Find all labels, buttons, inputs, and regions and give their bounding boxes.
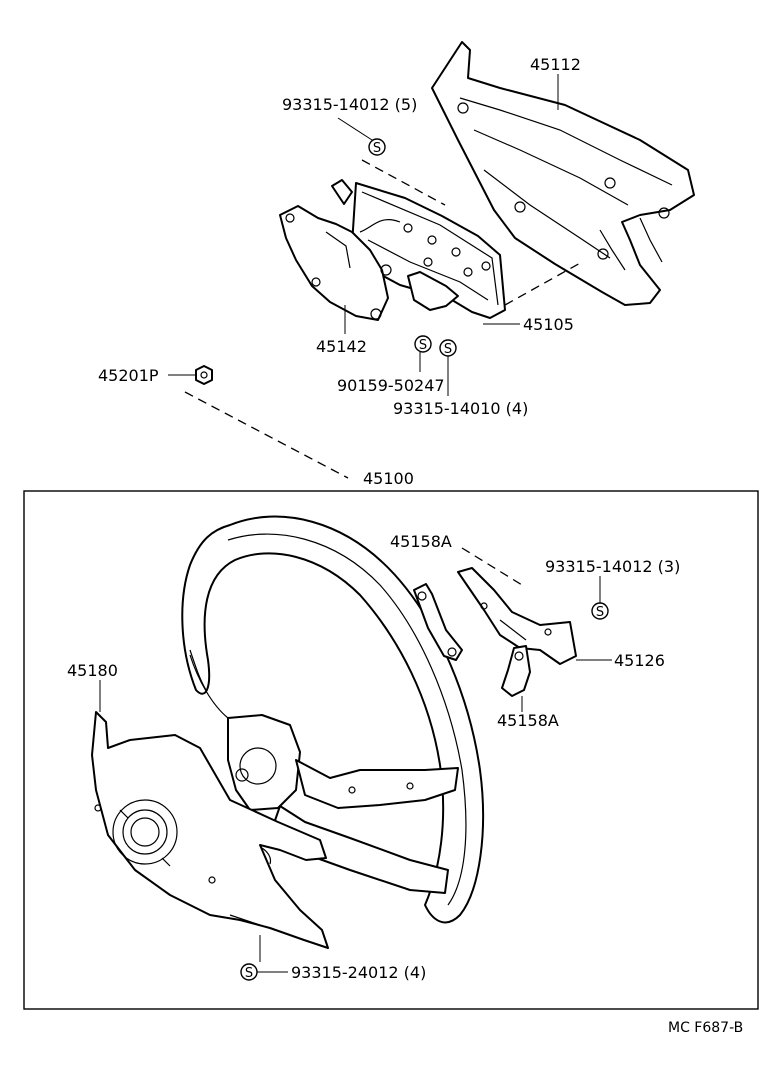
screw-symbol-icon: S: [368, 138, 386, 156]
svg-text:S: S: [419, 338, 427, 353]
part-label-90159-50247: 90159-50247: [337, 376, 445, 395]
screw-symbol-icon: S: [591, 602, 609, 620]
horn-bracket-part: [279, 205, 392, 321]
part-label-45142: 45142: [316, 337, 367, 356]
svg-text:S: S: [444, 342, 452, 357]
leader-lines-upper: [168, 74, 583, 479]
part-label-45100: 45100: [363, 469, 414, 488]
part-label-45201P: 45201P: [98, 366, 159, 385]
part-label-45180: 45180: [67, 661, 118, 680]
part-label-45158A-bottom: 45158A: [497, 711, 559, 730]
leader-lines-lower: [99, 547, 612, 973]
svg-text:S: S: [373, 141, 381, 156]
horn-bracket-45126-part: [457, 567, 577, 665]
screw-symbol-icon: S: [414, 335, 432, 353]
horn-pad-cover-part: [431, 41, 695, 306]
steering-nut-part: [195, 365, 213, 385]
part-label-45112: 45112: [530, 55, 581, 74]
horn-bracket-45158a-top-part: [413, 583, 463, 661]
svg-text:S: S: [245, 966, 253, 981]
screw-symbol-icon: S: [439, 339, 457, 357]
horn-contact-tab-part: [331, 179, 459, 311]
horn-bracket-45158a-bottom-part: [501, 645, 531, 697]
steering-wheel-assembly-frame: [23, 490, 759, 1010]
steering-lower-cover-part: [91, 711, 329, 949]
svg-text:S: S: [596, 605, 604, 620]
part-label-93315-14012-3: 93315-14012 (3): [545, 557, 680, 576]
diagram-code: MC F687-B: [668, 1020, 743, 1036]
part-label-93315-14012-5: 93315-14012 (5): [282, 95, 417, 114]
screw-symbol-icon: S: [240, 963, 258, 981]
part-label-45126: 45126: [614, 651, 665, 670]
part-label-45158A-top: 45158A: [390, 532, 452, 551]
part-label-93315-24012-4: 93315-24012 (4): [291, 963, 426, 982]
part-label-93315-14010-4: 93315-14010 (4): [393, 399, 528, 418]
part-label-45105: 45105: [523, 315, 574, 334]
